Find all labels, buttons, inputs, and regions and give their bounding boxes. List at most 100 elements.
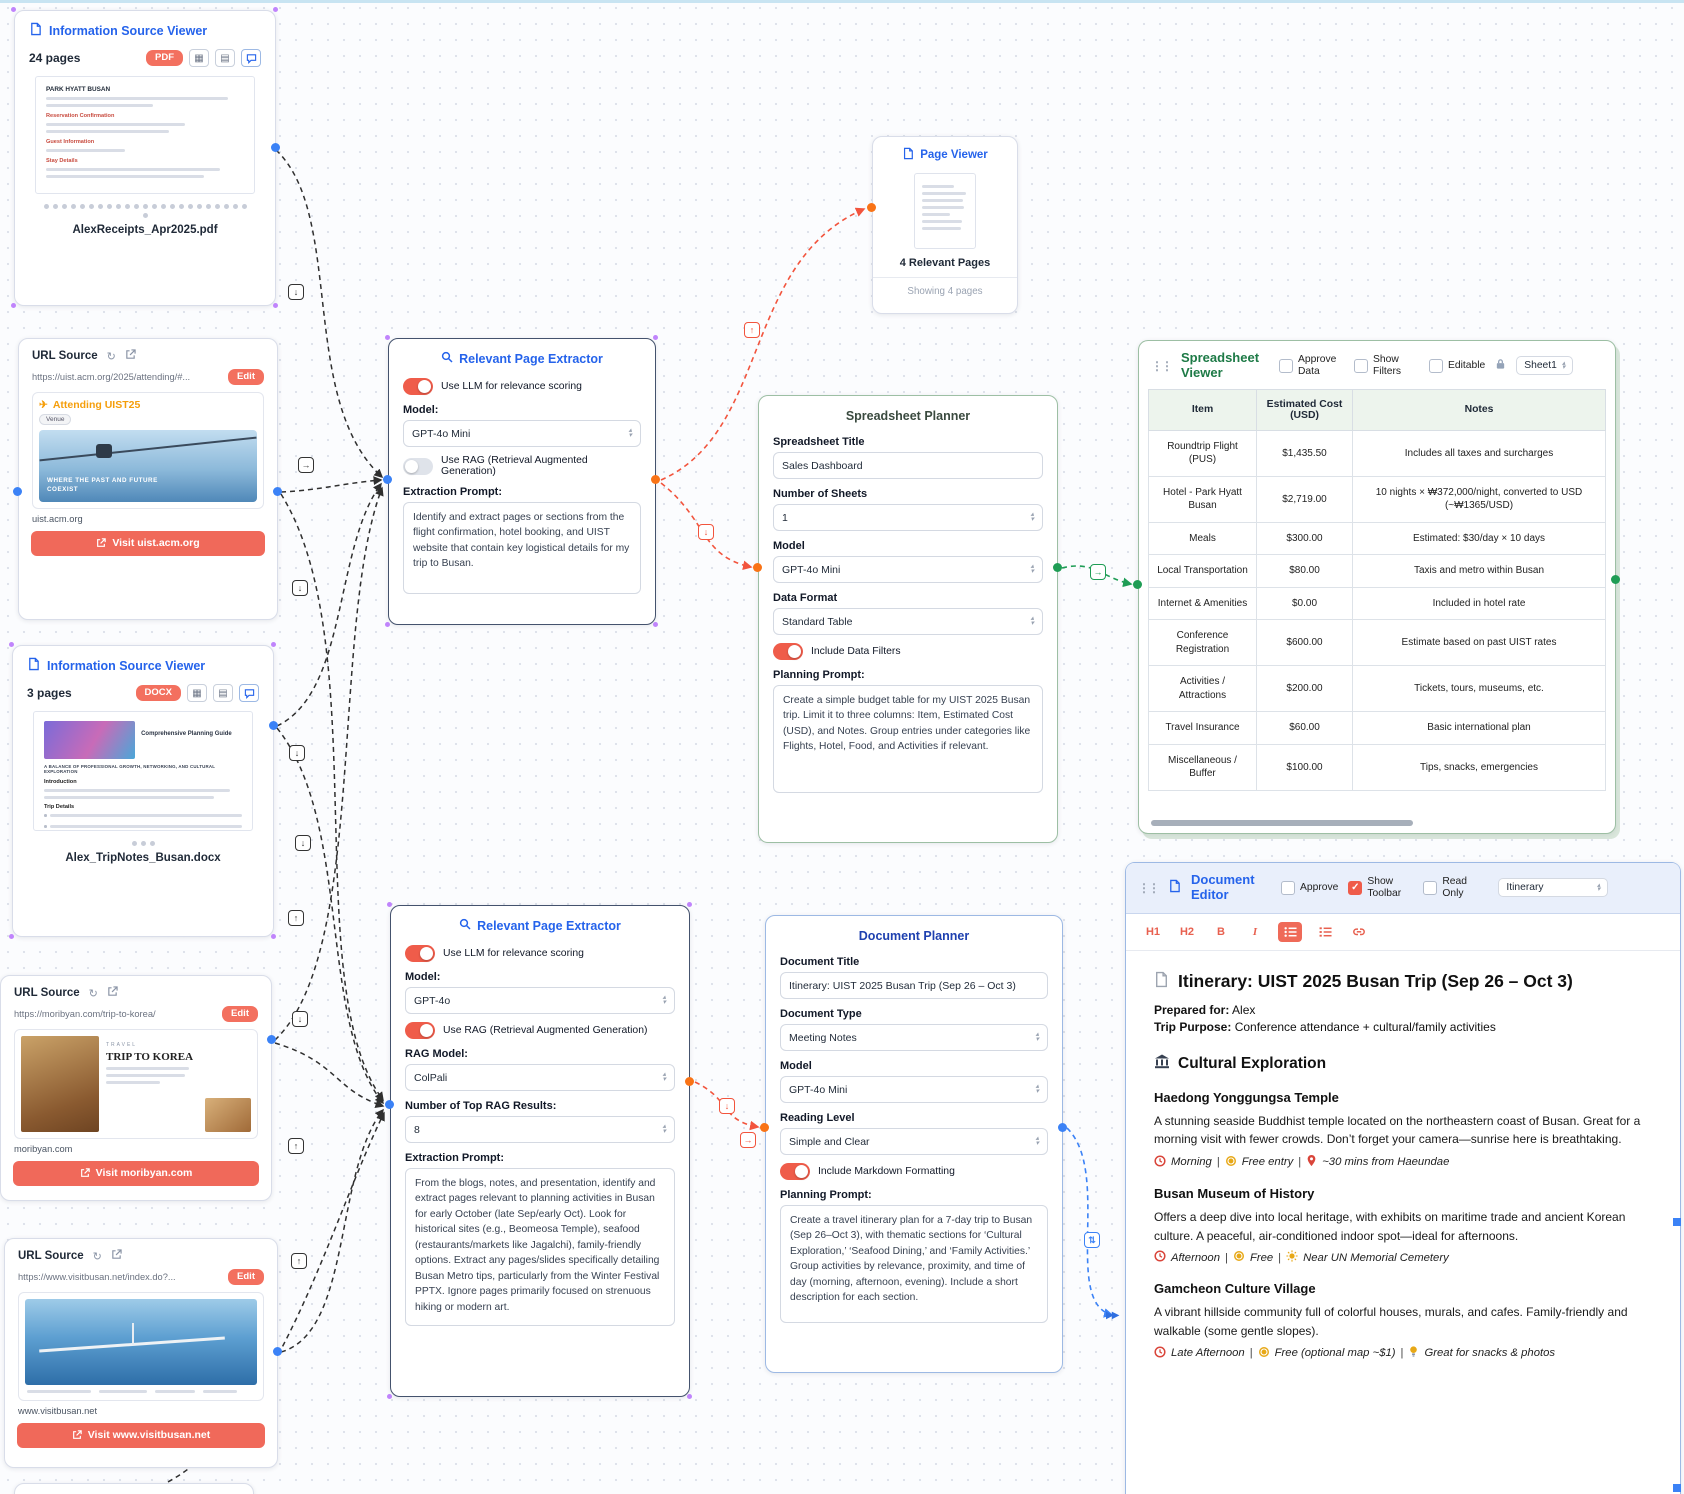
planning-prompt-textarea[interactable]: Create a travel itinerary plan for a 7-d…: [780, 1205, 1048, 1323]
double-arrow-port[interactable]: ▶▶: [1106, 1310, 1119, 1321]
connection-port[interactable]: [383, 475, 392, 484]
extraction-prompt-textarea[interactable]: From the blogs, notes, and presentation,…: [405, 1168, 675, 1326]
url-source-visitbusan[interactable]: URL Source ↻ https://www.visitbusan.net/…: [4, 1238, 278, 1468]
connection-port[interactable]: [685, 1077, 694, 1086]
spreadsheet-table[interactable]: Item Estimated Cost (USD) Notes Roundtri…: [1139, 388, 1615, 797]
rag-model-select[interactable]: ColPali▴▾: [405, 1064, 675, 1091]
refresh-icon[interactable]: ↻: [106, 350, 116, 363]
extraction-prompt-textarea[interactable]: Identify and extract pages or sections f…: [403, 502, 641, 594]
document-title-input[interactable]: Itinerary: UIST 2025 Busan Trip (Sep 26 …: [780, 972, 1048, 999]
visit-button[interactable]: Visit www.visitbusan.net: [17, 1422, 265, 1448]
resize-handle[interactable]: [1673, 1484, 1681, 1492]
h1-button[interactable]: H1: [1145, 925, 1161, 938]
document-select[interactable]: Itinerary▴▾: [1498, 878, 1609, 898]
number-of-sheets-stepper[interactable]: 1▴▾: [773, 504, 1043, 531]
info-source-viewer-pdf[interactable]: Information Source Viewer 24 pages PDF ▦…: [14, 10, 276, 306]
external-link-icon[interactable]: [107, 986, 118, 1000]
drag-handle-icon[interactable]: ⋮⋮: [1151, 358, 1173, 373]
sheet-select[interactable]: Sheet1▴▾: [1516, 356, 1574, 376]
model-select[interactable]: GPT-4o Mini▴▾: [780, 1076, 1048, 1103]
relevant-page-extractor-1[interactable]: Relevant Page Extractor Use LLM for rele…: [388, 338, 656, 625]
visit-button[interactable]: Visit moribyan.com: [13, 1160, 259, 1186]
planning-prompt-textarea[interactable]: Create a simple budget table for my UIST…: [773, 685, 1043, 793]
refresh-icon[interactable]: ↻: [88, 987, 98, 1000]
connection-port[interactable]: [271, 143, 280, 152]
connection-port[interactable]: [273, 487, 282, 496]
chat-icon[interactable]: [239, 684, 259, 702]
relevant-page-extractor-2[interactable]: Relevant Page Extractor Use LLM for rele…: [390, 905, 690, 1397]
external-link-icon[interactable]: [111, 1249, 122, 1263]
editable-checkbox[interactable]: [1429, 358, 1443, 373]
drag-handle-icon[interactable]: ⋮⋮: [1138, 880, 1160, 895]
grid-view-icon[interactable]: ▦: [189, 49, 209, 67]
connection-port[interactable]: [269, 721, 278, 730]
llm-toggle[interactable]: [403, 378, 433, 395]
reading-level-select[interactable]: Simple and Clear▴▾: [780, 1128, 1048, 1155]
read-only-checkbox[interactable]: [1423, 880, 1438, 895]
data-format-select[interactable]: Standard Table▴▾: [773, 608, 1043, 635]
connection-port[interactable]: [867, 203, 876, 212]
visit-button[interactable]: Visit uist.acm.org: [31, 530, 265, 556]
edit-button[interactable]: Edit: [228, 369, 264, 385]
show-toolbar-checkbox[interactable]: ✓: [1348, 880, 1363, 895]
document-content[interactable]: Itinerary: UIST 2025 Busan Trip (Sep 26 …: [1126, 951, 1680, 1382]
page-thumbnail[interactable]: [914, 173, 976, 249]
external-link-icon[interactable]: [125, 349, 136, 363]
spreadsheet-planner[interactable]: Spreadsheet Planner Spreadsheet Title Sa…: [758, 395, 1058, 843]
grid-view-icon[interactable]: ▦: [187, 684, 207, 702]
markdown-formatting-toggle[interactable]: [780, 1163, 810, 1180]
resize-handle[interactable]: [1673, 1218, 1681, 1226]
document-planner[interactable]: Document Planner Document Title Itinerar…: [765, 915, 1063, 1373]
llm-toggle[interactable]: [405, 945, 435, 962]
page-view-icon[interactable]: ▤: [215, 49, 235, 67]
connection-port[interactable]: [651, 475, 660, 484]
connection-port[interactable]: [1133, 580, 1142, 589]
connection-port[interactable]: [1611, 575, 1620, 584]
model-select[interactable]: GPT-4o▴▾: [405, 987, 675, 1014]
page-viewer[interactable]: Page Viewer 4 Relevant Pages Showing 4 p…: [872, 136, 1018, 314]
connection-port[interactable]: [760, 1123, 769, 1132]
horizontal-scrollbar[interactable]: [1151, 820, 1413, 826]
bold-button[interactable]: B: [1217, 925, 1225, 938]
connection-port[interactable]: [385, 1100, 394, 1109]
approve-checkbox[interactable]: [1281, 880, 1295, 895]
url-source-uist[interactable]: URL Source ↻ https://uist.acm.org/2025/a…: [18, 338, 278, 620]
url-source-moribyan[interactable]: URL Source ↻ https://moribyan.com/trip-t…: [0, 975, 272, 1201]
refresh-icon[interactable]: ↻: [92, 1250, 102, 1263]
connection-port[interactable]: [1053, 563, 1062, 572]
h2-button[interactable]: H2: [1179, 925, 1195, 938]
approve-data-checkbox[interactable]: [1279, 358, 1293, 373]
rag-toggle[interactable]: [403, 457, 433, 475]
spreadsheet-viewer[interactable]: ⋮⋮ Spreadsheet Viewer Approve Data Show …: [1138, 340, 1616, 834]
partial-node[interactable]: [14, 1483, 254, 1494]
connection-port[interactable]: [753, 563, 762, 572]
link-button[interactable]: [1348, 922, 1370, 942]
model-select[interactable]: GPT-4o Mini▴▾: [403, 420, 641, 447]
model-select[interactable]: GPT-4o Mini▴▾: [773, 556, 1043, 583]
edit-button[interactable]: Edit: [228, 1269, 264, 1285]
connection-port[interactable]: [1058, 1123, 1067, 1132]
rag-toggle[interactable]: [405, 1022, 435, 1039]
spreadsheet-title-input[interactable]: Sales Dashboard: [773, 452, 1043, 479]
info-source-viewer-docx[interactable]: Information Source Viewer 3 pages DOCX ▦…: [12, 645, 274, 937]
top-rag-results-stepper[interactable]: 8▴▾: [405, 1116, 675, 1143]
include-data-filters-toggle[interactable]: [773, 643, 803, 660]
connection-port[interactable]: [267, 1035, 276, 1044]
chat-icon[interactable]: [241, 49, 261, 67]
bullet-list-button[interactable]: [1278, 921, 1302, 942]
page-view-icon[interactable]: ▤: [213, 684, 233, 702]
document-editor[interactable]: ⋮⋮ Document Editor Approve ✓Show Toolbar…: [1125, 862, 1681, 1494]
show-filters-checkbox[interactable]: [1354, 358, 1368, 373]
italic-button[interactable]: I: [1252, 925, 1258, 938]
connection-port[interactable]: [13, 487, 22, 496]
numbered-list-button[interactable]: [1314, 922, 1336, 942]
